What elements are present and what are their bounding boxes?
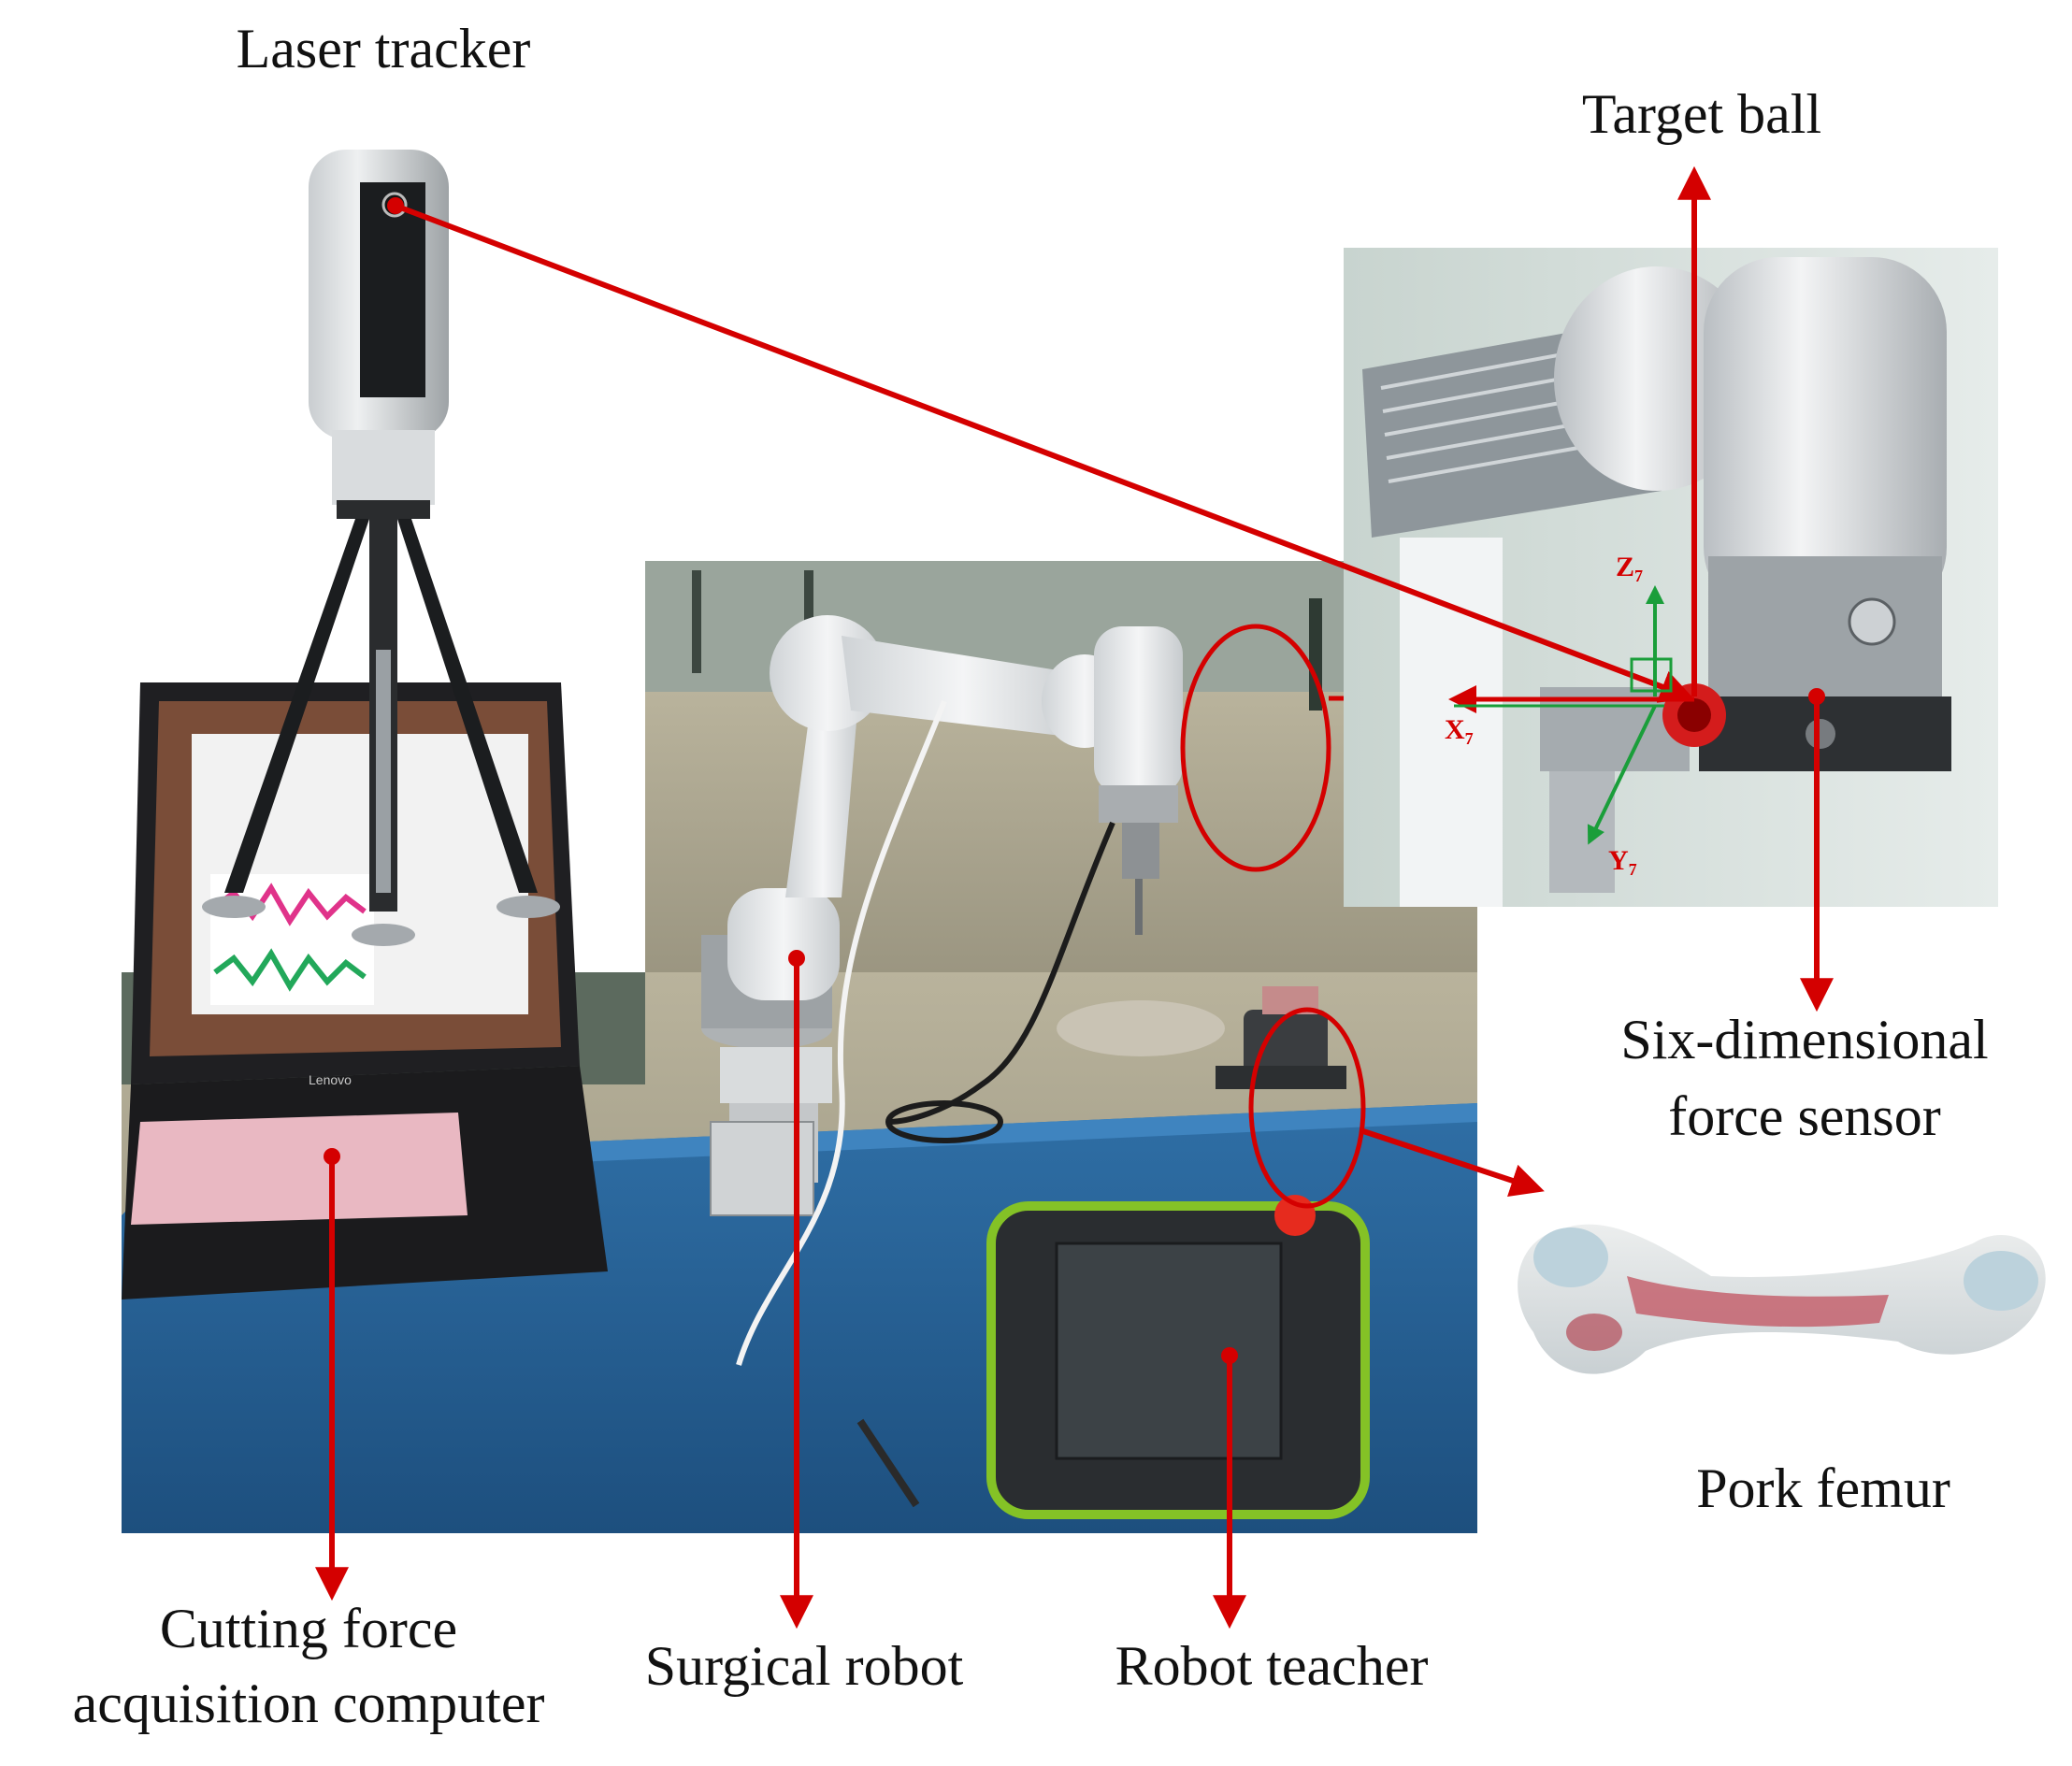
axis-label-y7: Y7 [1608,845,1637,879]
axis-label-z7: Z7 [1616,552,1643,585]
sensor-inset-photo [1344,248,1998,907]
pork-femur-photo [1518,1224,2046,1374]
label-target-ball: Target ball [1581,83,1822,145]
laser-beam-arrow [394,203,1694,703]
y7-axis [1587,705,1657,845]
laptop-brand-text: Lenovo [309,1072,352,1087]
end-effector-highlight [1180,624,1331,872]
label-pork-femur: Pork femur [1696,1457,1950,1519]
vise-highlight [1248,1007,1366,1209]
label-robot-teacher: Robot teacher [1115,1635,1429,1697]
label-six-dim-sensor-line1: Six-dimensional [1620,1009,1989,1070]
axis-label-x7: X7 [1445,714,1474,748]
femur-arrow [1362,1128,1545,1198]
label-six-dim-sensor-line2: force sensor [1668,1085,1941,1147]
label-cutting-computer-line2: acquisition computer [72,1673,545,1734]
label-surgical-robot: Surgical robot [644,1635,964,1697]
label-laser-tracker: Laser tracker [236,18,531,79]
laser-tracker-photo [202,150,560,946]
frame-origin-box [1630,657,1673,693]
label-cutting-computer-line1: Cutting force [159,1598,458,1659]
